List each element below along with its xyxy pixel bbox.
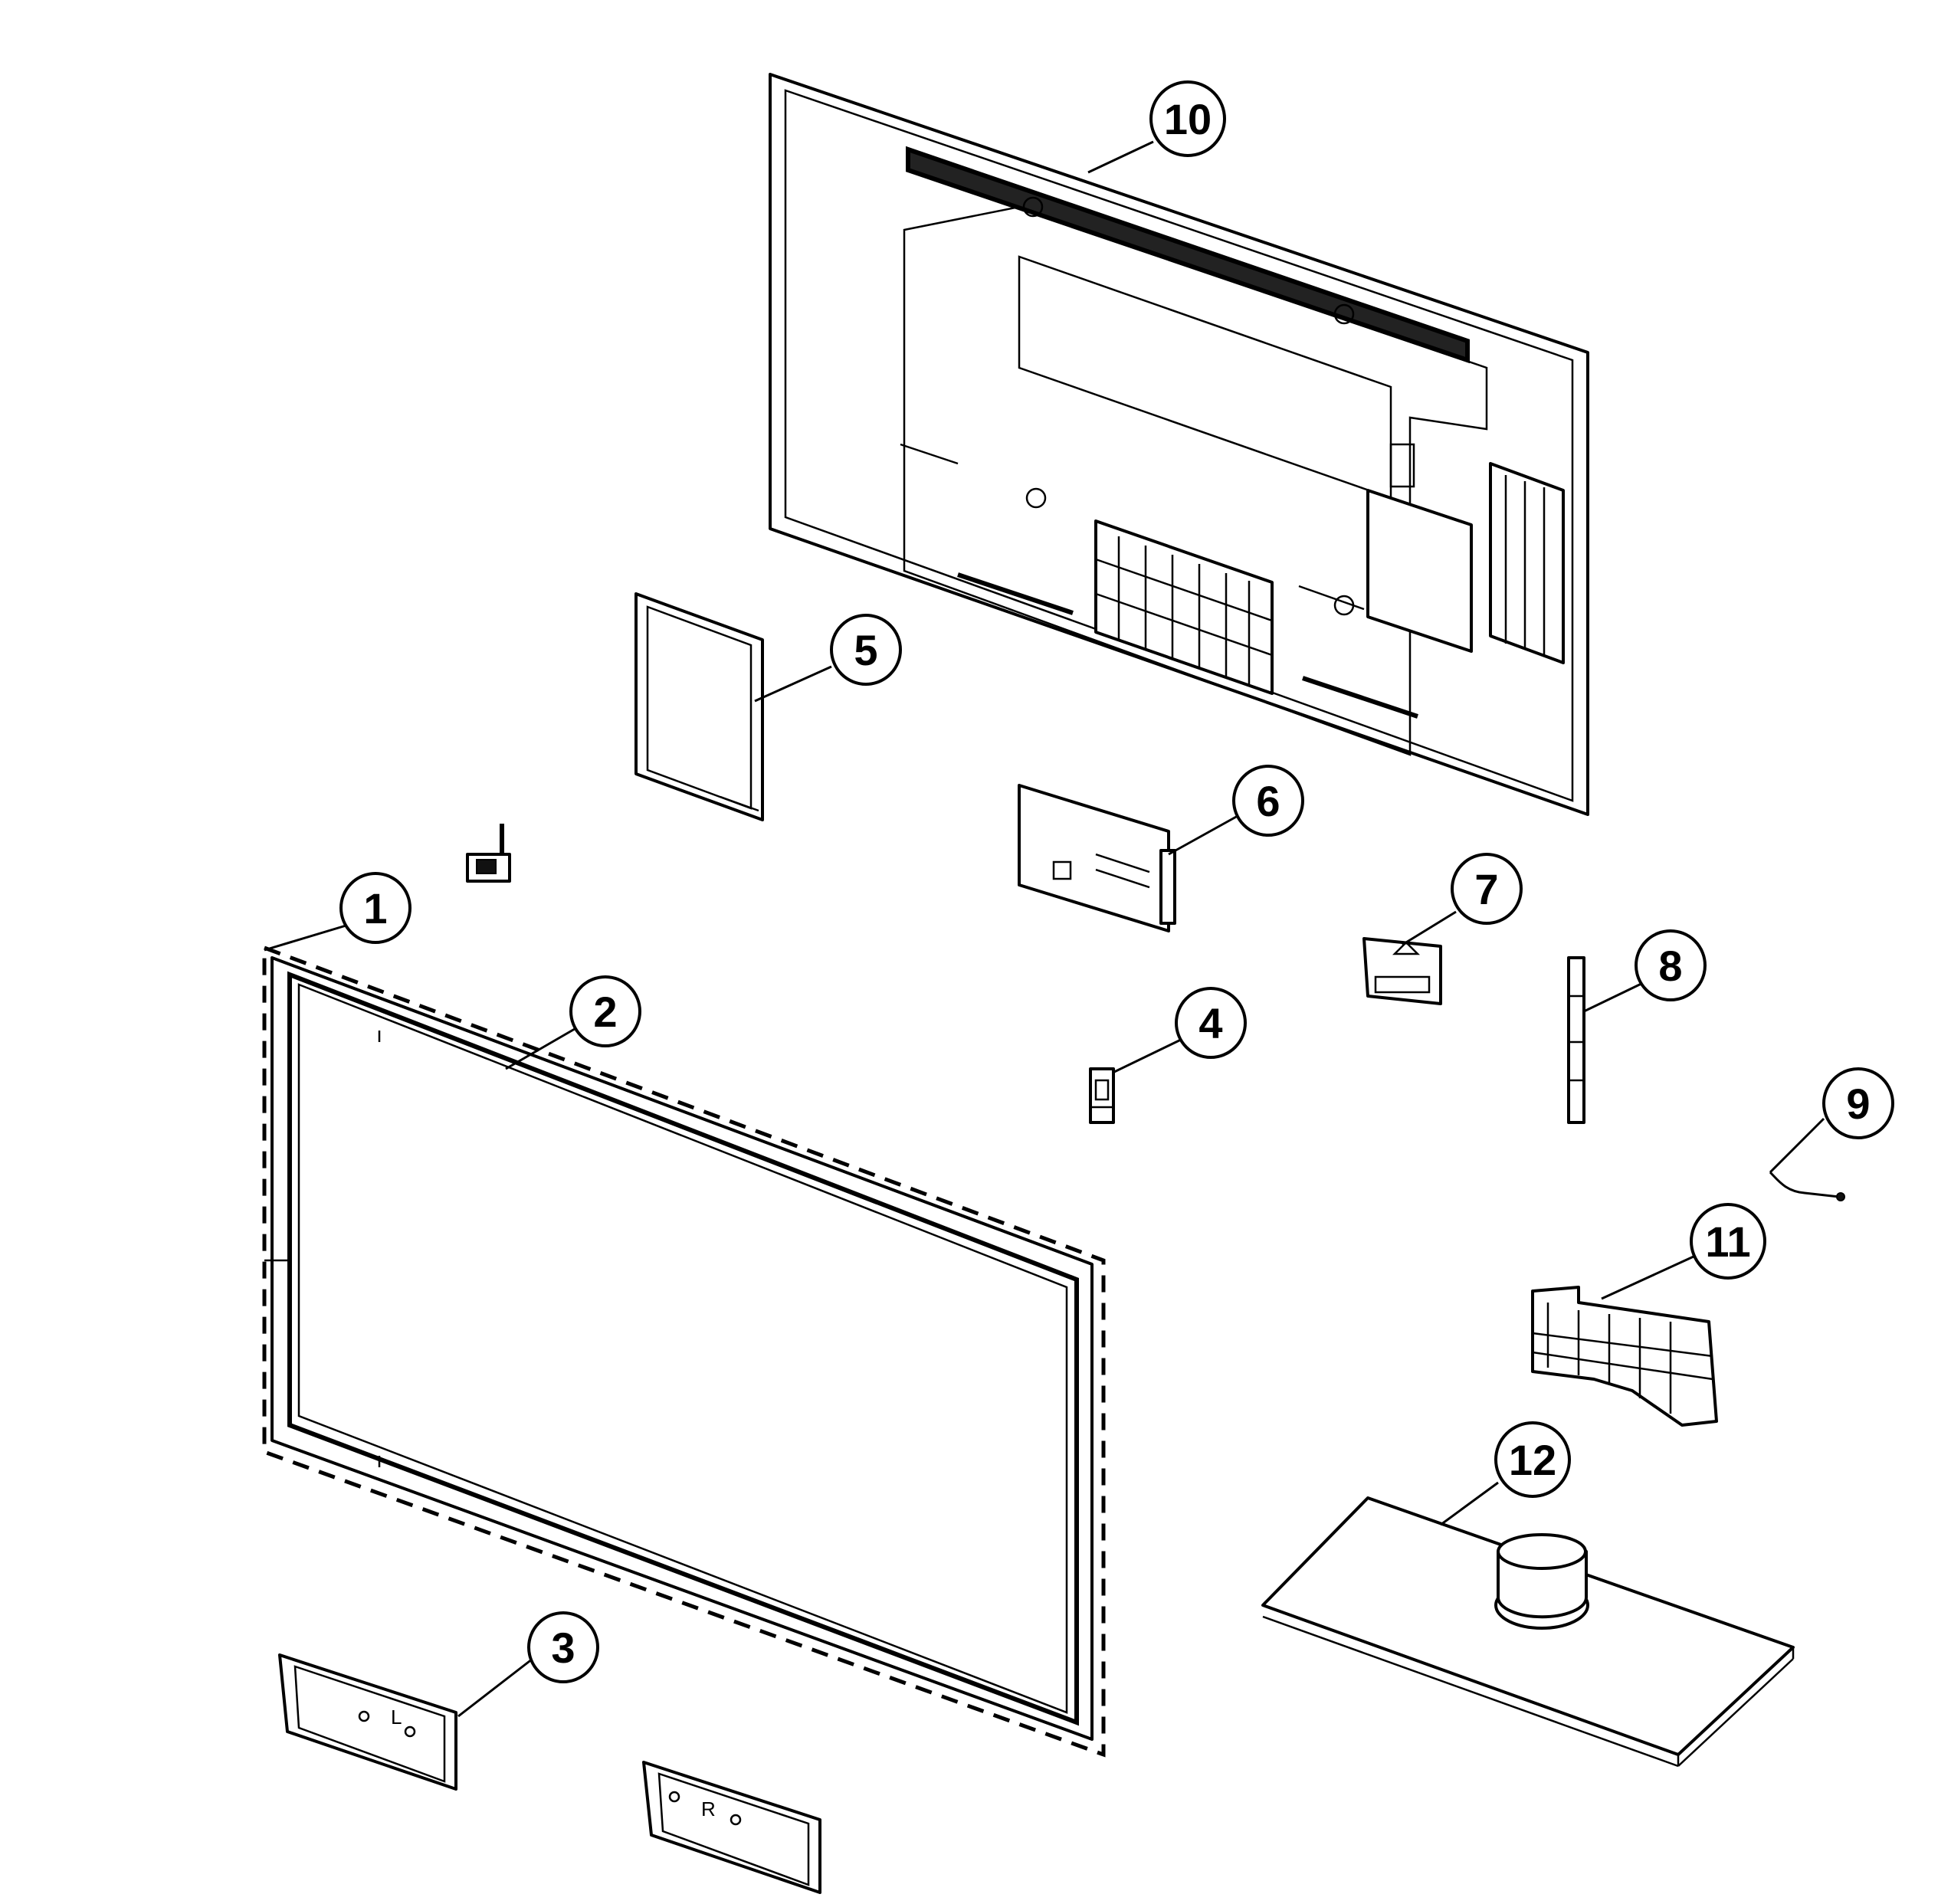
leader-7 <box>1402 910 1457 946</box>
wall-bracket-left-part-3: L <box>278 1653 457 1791</box>
panel-part-2 <box>264 956 1094 1741</box>
callout-4: 4 <box>1175 987 1247 1059</box>
callout-6: 6 <box>1232 765 1304 837</box>
strip-part-8 <box>1567 956 1585 1124</box>
svg-text:6: 6 <box>1256 777 1280 825</box>
small-module <box>466 824 511 883</box>
leader-4 <box>1112 1037 1185 1074</box>
wall-bracket-right-part-3: R <box>642 1761 821 1894</box>
svg-text:12: 12 <box>1509 1436 1556 1484</box>
svg-text:8: 8 <box>1658 942 1682 990</box>
svg-text:2: 2 <box>593 988 617 1036</box>
clip-part-4 <box>1089 1067 1115 1124</box>
leader-2 <box>505 1025 579 1070</box>
callout-2: 2 <box>569 975 641 1047</box>
callout-9: 9 <box>1822 1067 1894 1139</box>
callout-3: 3 <box>527 1611 599 1683</box>
svg-text:4: 4 <box>1198 999 1222 1047</box>
callout-10: 10 <box>1149 80 1226 157</box>
bracket-part-7 <box>1362 937 1442 1005</box>
leader-12 <box>1440 1481 1499 1526</box>
board-part-6 <box>1018 784 1176 932</box>
bracket-mark-right: R <box>701 1797 716 1820</box>
leader-3 <box>457 1657 533 1718</box>
svg-text:1: 1 <box>363 884 387 932</box>
svg-text:9: 9 <box>1846 1080 1870 1128</box>
board-part-5 <box>634 592 764 821</box>
callout-7: 7 <box>1451 853 1523 925</box>
svg-text:11: 11 <box>1705 1217 1750 1266</box>
cable-part-9 <box>1769 1171 1845 1201</box>
leader-10 <box>1087 140 1154 174</box>
svg-text:3: 3 <box>551 1624 575 1672</box>
leader-11 <box>1601 1255 1694 1300</box>
callout-5: 5 <box>830 614 902 686</box>
svg-text:7: 7 <box>1474 865 1498 913</box>
svg-text:10: 10 <box>1164 95 1212 143</box>
leader-6 <box>1168 814 1238 856</box>
svg-text:5: 5 <box>854 626 877 674</box>
callout-12: 12 <box>1494 1421 1571 1498</box>
callout-1: 1 <box>339 872 412 944</box>
rear-cover-part-10 <box>769 73 1589 816</box>
panel-assembly-part-1 <box>262 945 1106 1758</box>
callout-8: 8 <box>1635 929 1707 1001</box>
leader-5 <box>754 665 832 703</box>
callout-11: 11 <box>1690 1203 1766 1280</box>
leader-9 <box>1769 1117 1825 1174</box>
stand-base-part-12 <box>1261 1496 1795 1768</box>
stand-neck-part-11 <box>1531 1286 1718 1427</box>
leader-8 <box>1583 979 1648 1013</box>
bracket-mark-left: L <box>391 1706 402 1729</box>
